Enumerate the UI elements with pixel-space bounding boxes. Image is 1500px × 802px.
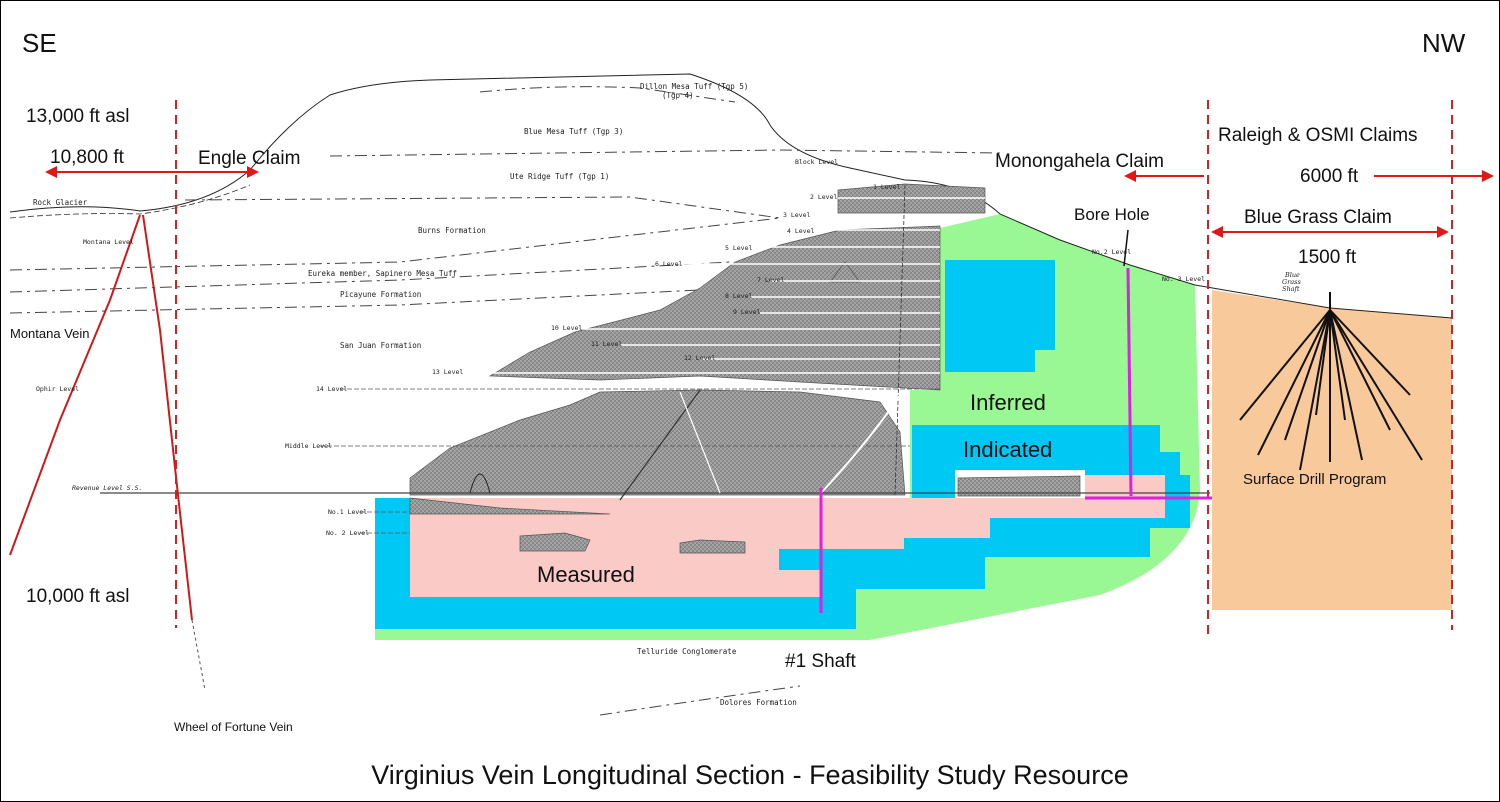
montana-vein-label: Montana Vein — [10, 326, 90, 341]
svg-text:Montana Level: Montana Level — [83, 238, 134, 246]
svg-text:3 Level: 3 Level — [783, 211, 810, 219]
blue-grass-claim-label: Blue Grass Claim — [1244, 207, 1392, 228]
picayune-label: Picayune Formation — [340, 290, 421, 299]
ground-surface — [9, 73, 1453, 319]
svg-text:No. 2 Level: No. 2 Level — [326, 529, 369, 537]
surface-drill-zone — [1212, 290, 1452, 610]
svg-text:Middle Level: Middle Level — [285, 442, 332, 450]
drill-fan — [1239, 292, 1423, 471]
engle-distance-label: 10,800 ft — [50, 147, 125, 168]
raleigh-distance-label: 6000 ft — [1300, 166, 1359, 187]
svg-text:4 Level: 4 Level — [787, 227, 814, 235]
wheel-of-fortune-vein-line — [142, 214, 193, 621]
svg-text:12 Level: 12 Level — [684, 354, 715, 362]
bore-hole-line — [1126, 267, 1133, 497]
svg-text:Ophir Level: Ophir Level — [36, 385, 79, 393]
svg-text:7 Level: 7 Level — [757, 276, 784, 284]
svg-text:5 Level: 5 Level — [725, 244, 752, 252]
montana-vein-line — [9, 214, 141, 556]
blue-mesa-label: Blue Mesa Tuff (Tgp 3) — [524, 127, 623, 136]
formation-contacts — [9, 86, 1001, 716]
svg-text:9 Level: 9 Level — [733, 308, 760, 316]
dolores-label: Dolores Formation — [720, 698, 797, 707]
level-drifts — [100, 184, 1210, 534]
inferred-blue-block — [945, 260, 1055, 372]
svg-text:2 Level: 2 Level — [810, 193, 837, 201]
blue-grass-distance-label: 1500 ft — [1298, 247, 1357, 268]
san-juan-label: San Juan Formation — [340, 341, 421, 350]
bore-hole-pointer — [1123, 229, 1129, 267]
elevation-top: 13,000 ft asl — [26, 106, 130, 127]
rock-glacier-line — [9, 184, 251, 219]
svg-text:10 Level: 10 Level — [551, 324, 582, 332]
diagram-title: Virginius Vein Longitudinal Section - Fe… — [371, 760, 1128, 790]
svg-text:Blue: Blue — [1284, 271, 1300, 279]
svg-text:1 Level: 1 Level — [873, 183, 900, 191]
engle-claim-label: Engle Claim — [198, 148, 300, 169]
elevation-bottom: 10,000 ft asl — [26, 586, 130, 607]
direction-se: SE — [22, 28, 57, 58]
svg-text:Shaft: Shaft — [1282, 285, 1300, 293]
telluride-label: Telluride Conglomerate — [637, 647, 737, 656]
surface-drill-label: Surface Drill Program — [1243, 471, 1386, 488]
eureka-label: Eureka member, Sapinero Mesa Tuff — [308, 269, 457, 278]
svg-text:No.1 Level: No.1 Level — [328, 508, 367, 516]
indicated-label: Indicated — [963, 437, 1052, 462]
tgp4-label: (Tgp 4) — [662, 91, 694, 100]
direction-nw: NW — [1422, 28, 1466, 58]
burns-label: Burns Formation — [418, 226, 486, 235]
bore-hole-label: Bore Hole — [1074, 205, 1150, 224]
blue-grass-shaft-label: Blue Grass Shaft — [1282, 271, 1302, 293]
claim-arrows — [45, 166, 1494, 238]
measured-zone — [410, 475, 1165, 597]
svg-text:Grass: Grass — [1282, 278, 1302, 286]
svg-text:13 Level: 13 Level — [432, 368, 463, 376]
wheel-of-fortune-vein-label: Wheel of Fortune Vein — [174, 720, 293, 734]
svg-text:Revenue Level S.S.: Revenue Level S.S. — [72, 484, 142, 492]
svg-text:8 Level: 8 Level — [725, 292, 752, 300]
svg-text:No. 3 Level: No. 3 Level — [1162, 275, 1205, 283]
svg-text:6 Level: 6 Level — [655, 260, 682, 268]
svg-text:Block Level: Block Level — [795, 158, 838, 166]
svg-text:No.2 Level: No.2 Level — [1092, 248, 1131, 256]
measured-label: Measured — [537, 562, 635, 587]
monongahela-claim-label: Monongahela Claim — [995, 151, 1164, 172]
dillon-mesa-label: Dillon Mesa Tuff (Tgp 5) — [640, 82, 748, 91]
svg-text:14 Level: 14 Level — [316, 385, 347, 393]
level-labels: Block Level 1 Level 2 Level 3 Level 4 Le… — [36, 158, 1205, 537]
inferred-label: Inferred — [970, 390, 1046, 415]
veins — [9, 214, 206, 691]
raleigh-claim-label: Raleigh & OSMI Claims — [1218, 125, 1418, 146]
ute-ridge-label: Ute Ridge Tuff (Tgp 1) — [510, 172, 609, 181]
rock-glacier-label: Rock Glacier — [33, 198, 88, 207]
shaft-label: #1 Shaft — [785, 651, 856, 672]
svg-text:11 Level: 11 Level — [591, 340, 622, 348]
